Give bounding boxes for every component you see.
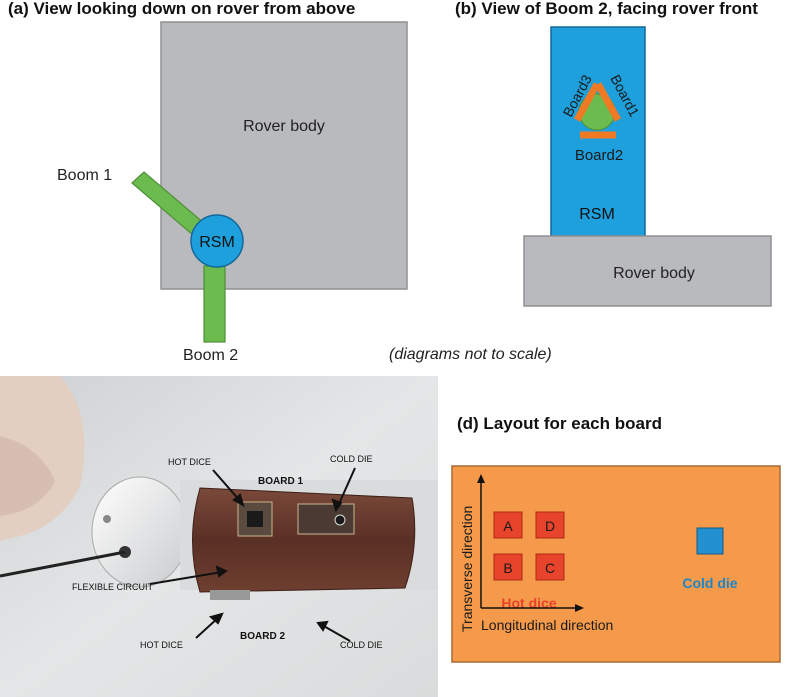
arrow-flexible-circuit [149, 571, 223, 585]
cold-die-top-label: COLD DIE [330, 454, 373, 464]
arrowhead-hot-dice-bottom [208, 612, 224, 625]
die-d [535, 511, 565, 539]
arrowhead-cold-die-bottom [316, 620, 329, 632]
die-a-label: A [503, 518, 513, 534]
cold-die-pad [297, 503, 355, 535]
rsm-circle [190, 214, 244, 268]
die-c-label: C [545, 560, 555, 576]
die-a [493, 511, 523, 539]
cold-die-label: Cold die [682, 575, 737, 591]
arrow-hot-dice-top [212, 469, 242, 503]
hot-dice-label: Hot dice [501, 595, 556, 611]
flexible-circuit-label: FLEXIBLE CIRCUIT [72, 582, 154, 592]
panel-d-title: (d) Layout for each board [457, 414, 662, 433]
cold-die-chip [334, 514, 346, 526]
arrow-cold-die-top [337, 467, 356, 507]
probe-wire [0, 550, 126, 578]
longitudinal-arrowhead [575, 604, 584, 612]
boom-2-label: Boom 2 [183, 347, 238, 364]
cold-die-bottom-label: COLD DIE [340, 640, 383, 650]
board-layout-rect [451, 465, 781, 663]
board-2-label: Board2 [575, 147, 623, 164]
board-1-photo-label: BOARD 1 [258, 476, 303, 487]
panel-b-title: (b) View of Boom 2, facing rover front [455, 0, 758, 18]
hand-finger [0, 436, 55, 516]
panel-a-diagram: Rover body RSM Boom 1 Boom 2 [57, 21, 408, 364]
cold-die-square [696, 527, 724, 555]
panel-a-title: (a) View looking down on rover from abov… [8, 0, 356, 18]
die-d-label: D [545, 518, 555, 534]
arrowhead-flexible-circuit [215, 565, 229, 578]
connector-strip [210, 590, 250, 600]
not-to-scale-note: (diagrams not to scale) [389, 346, 552, 363]
die-c [535, 553, 565, 581]
board-3-bar [573, 82, 601, 122]
rsm-label-a: RSM [199, 234, 235, 251]
rsm-label-b: RSM [579, 206, 615, 223]
transverse-arrowhead [477, 474, 485, 483]
transverse-label: Transverse direction [459, 506, 475, 632]
board-2-photo-label: BOARD 2 [240, 631, 285, 642]
panel-b-diagram: Board3 Board1 Board2 RSM Rover body [523, 26, 772, 307]
boom-1-label: Boom 1 [57, 167, 112, 184]
boom-end-cap [91, 476, 189, 588]
arrow-cold-die-bottom [321, 624, 351, 642]
hot-dice-bottom-label: HOT DICE [140, 640, 183, 650]
rover-body-label-a: Rover body [243, 118, 325, 135]
die-b [493, 553, 523, 581]
hot-dice-top-label: HOT DICE [168, 457, 211, 467]
panel-c-photo: HOT DICE BOARD 1 COLD DIE FLEXIBLE CIRCU… [0, 376, 438, 697]
arrowhead-cold-die-top [331, 498, 343, 513]
board-1-bar [594, 82, 622, 122]
arrowhead-hot-dice-top [232, 493, 245, 508]
longitudinal-label: Longitudinal direction [481, 617, 613, 633]
die-b-label: B [503, 560, 512, 576]
rover-body-front-view [523, 235, 772, 307]
rover-body-label-b: Rover body [613, 265, 695, 282]
panel-d-diagram: A D B C Cold die Hot dice Transverse dir… [451, 465, 781, 663]
boom-2-bar [203, 265, 226, 343]
hot-dice-core [247, 511, 263, 527]
cap-screw [103, 515, 111, 523]
